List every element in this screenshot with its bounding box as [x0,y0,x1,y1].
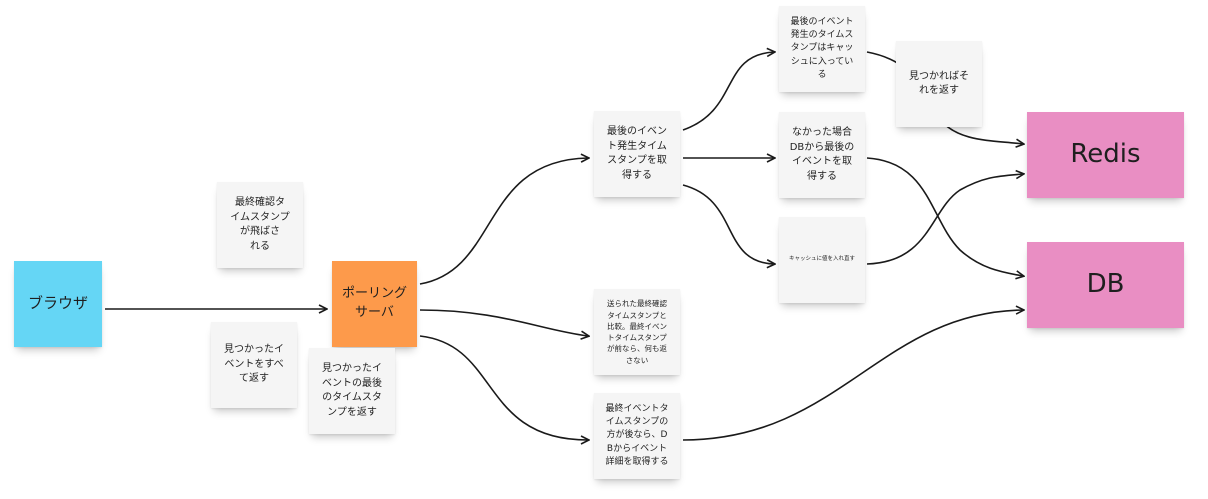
note-text: キャッシュに値を入れ直す [788,256,855,263]
note-refill-cache[interactable]: キャッシュに値を入れ直す [779,217,865,303]
note-text: 最終確認タ イムスタンプ が飛ばさ れる [230,197,290,252]
note-text: 見つかったイ ベントをすべ て返す [224,344,284,385]
db-node[interactable]: DB [1027,242,1184,328]
arrow-get-last-ts-to-cached [682,52,774,131]
note-text: なかった場合 DBから最後の イベントを取 得する [789,127,855,182]
arrow-not-found-to-db [866,157,1023,276]
note-text: 最後のイベント 発生のタイムス タンプはキャッ シュに入ってい る [790,17,854,80]
note-compare-timestamp[interactable]: 送られた最終確認 タイムスタンプと 比較。最終イベン トタイムスタンプ が前なら… [594,289,680,375]
arrow-server-to-compare [419,309,588,336]
note-last-confirm-timestamp[interactable]: 最終確認タ イムスタンプ が飛ばさ れる [217,182,303,268]
note-text: 最後のイベン ト発生タイム スタンプを取 得する [607,126,667,181]
polling-server-node[interactable]: ポーリング サーバ [332,261,417,347]
note-fetch-event-details[interactable]: 最終イベントタ イムスタンプの 方が後なら、D Bからイベント 詳細を取得する [594,393,680,479]
arrow-cache-put-to-redis [866,174,1023,265]
arrow-get-last-ts-to-cache-put [682,184,774,264]
note-text: 最終イベントタ イムスタンプの 方が後なら、D Bからイベント 詳細を取得する [605,404,669,467]
note-return-if-found[interactable]: 見つかればそ れを返す [896,41,982,127]
arrow-server-to-get-last-ts [419,158,588,285]
arrow-fetch-detail-to-db [682,310,1023,441]
note-text: 送られた最終確認 タイムスタンプと 比較。最終イベン トタイムスタンプ が前なら… [607,299,667,365]
note-return-last-timestamp[interactable]: 見つかったイ ベントの最後 のタイムスタ ンプを返す [309,348,395,434]
db-label: DB [1086,269,1125,300]
browser-node[interactable]: ブラウザ [14,261,102,347]
redis-label: Redis [1070,139,1141,170]
note-not-found-fetch-db[interactable]: なかった場合 DBから最後の イベントを取 得する [779,112,865,198]
note-get-last-event-timestamp[interactable]: 最後のイベン ト発生タイム スタンプを取 得する [594,111,680,197]
browser-label: ブラウザ [27,294,88,313]
arrow-server-to-fetch-detail [419,335,588,440]
note-text: 見つかったイ ベントの最後 のタイムスタ ンプを返す [322,363,382,418]
note-text: 見つかればそ れを返す [909,70,969,97]
polling-server-label: ポーリング サーバ [341,286,407,320]
note-return-all-events[interactable]: 見つかったイ ベントをすべ て返す [211,322,297,408]
redis-node[interactable]: Redis [1027,112,1184,198]
note-timestamp-cached[interactable]: 最後のイベント 発生のタイムス タンプはキャッ シュに入ってい る [779,6,865,92]
